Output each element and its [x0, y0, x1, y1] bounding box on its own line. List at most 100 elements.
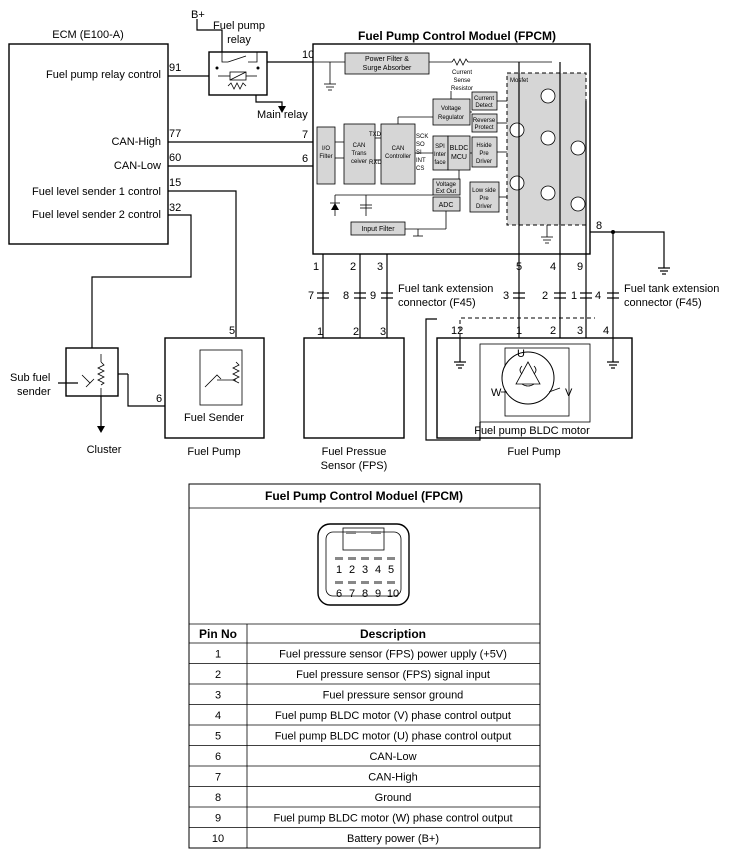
voltage-regulator-label-1: Voltage — [441, 106, 462, 112]
ecm-fuel-level-sender-1-label: Fuel level sender 1 control — [32, 186, 161, 198]
fuel-pump-pin-1: 1 — [516, 325, 522, 337]
spi-label-1: SPI — [435, 144, 445, 150]
table-cell-pin: 2 — [215, 669, 221, 681]
can-ctrl-label-1: CAN — [392, 146, 405, 152]
adc-label: ADC — [439, 202, 454, 209]
table-cell-pin: 7 — [215, 772, 221, 784]
power-filter-label-1: Power Filter & — [365, 56, 409, 63]
f45-pin-8-left: 8 — [343, 290, 349, 302]
table-cell-pin: 8 — [215, 792, 221, 804]
connector-pin-label-5: 5 — [388, 564, 394, 576]
vext-label-2: Ext Out — [436, 189, 456, 195]
table-cell-description: Fuel pressure sensor (FPS) signal input — [296, 669, 490, 681]
fpcm-module: Fuel Pump Control Moduel (FPCM) Power Fi… — [312, 29, 591, 255]
f45-pin-4-right: 4 — [595, 290, 601, 302]
connector-pin-label-10: 10 — [387, 588, 399, 600]
pin-no-header: Pin No — [199, 627, 237, 641]
table-cell-pin: 3 — [215, 690, 221, 702]
ecm-pin-60: 60 — [169, 152, 181, 164]
table-cell-description: Fuel pressure sensor ground — [323, 690, 464, 702]
hside-label-1: Hside — [476, 143, 492, 149]
fuel-pump-left-label: Fuel Pump — [187, 446, 240, 458]
connector-left-label-1: Fuel tank extension — [398, 283, 493, 295]
input-filter-label: Input Filter — [361, 226, 395, 233]
table-cell-description: Fuel pump BLDC motor (W) phase control o… — [273, 813, 512, 825]
fpcm-pin-3: 3 — [377, 261, 383, 273]
relay-title-line-2: relay — [227, 34, 251, 46]
f45-pin-2-right: 2 — [542, 290, 548, 302]
f45-pin-9-left: 9 — [370, 290, 376, 302]
io-filter-label-2: Filter — [319, 154, 332, 160]
connector-pin-label-1: 1 — [336, 564, 342, 576]
can-ctrl-label-2: Controller — [385, 154, 411, 160]
table-cell-description: CAN-Low — [369, 751, 416, 763]
fuel-pump-relay: B+ Fuel pump relay Main relay — [191, 9, 308, 121]
lowside-label-3: Driver — [476, 204, 492, 210]
fpcm-pin-6-label: 6 — [302, 153, 308, 165]
connector-pin-label-8: 8 — [362, 588, 368, 600]
description-header: Description — [360, 627, 426, 641]
sense-resistor-label-1: Current — [452, 70, 472, 76]
table-cell-pin: 1 — [215, 649, 221, 661]
fpcm-pin-2: 2 — [350, 261, 356, 273]
pin-table-rows: 1 Fuel pressure sensor (FPS) power upply … — [189, 649, 540, 849]
fuel-pump-pin-5-label: 5 — [229, 325, 235, 337]
can-trans-label-2: Trans — [351, 151, 366, 157]
sub-fuel-sender-label-1: Sub fuel — [10, 372, 50, 384]
fps-pin-2: 2 — [353, 326, 359, 338]
fuel-pump-bldc-block: 12 1 2 3 4 U W V Fuel pump BLDC motor Fu… — [425, 317, 633, 458]
fpcm-pin-8: 8 — [596, 220, 602, 232]
phase-v-label: V — [565, 387, 573, 399]
fuel-pump-sender-block: Fuel Sender Fuel Pump — [164, 337, 265, 458]
so-label: SO — [416, 142, 425, 148]
table-cell-description: Fuel pump BLDC motor (V) phase control o… — [275, 710, 511, 722]
spi-label-2: Inter — [434, 152, 446, 158]
fpcm-pin-7-label: 7 — [302, 129, 308, 141]
f45-pin-7-left: 7 — [308, 290, 314, 302]
power-filter-label-2: Surge Absorber — [363, 65, 412, 72]
hside-label-3: Driver — [476, 159, 492, 165]
ecm-title: ECM (E100-A) — [52, 29, 124, 41]
voltage-regulator-label-2: Regulator — [438, 115, 464, 121]
mosfet-transistors — [509, 88, 586, 212]
bldc-mcu-label-1: BLDC — [450, 145, 469, 152]
connector-left-label-2: connector (F45) — [398, 297, 476, 309]
spi-label-3: face — [434, 160, 446, 166]
ecm-pin-91: 91 — [169, 62, 181, 74]
connector-pin-label-2: 2 — [349, 564, 355, 576]
fps-pin-1: 1 — [317, 326, 323, 338]
f45-pin-3-right: 3 — [503, 290, 509, 302]
fpcm-pin-9: 9 — [577, 261, 583, 273]
table-cell-description: Fuel pressure sensor (FPS) power upply (… — [279, 649, 507, 661]
connector-pin-label-9: 9 — [375, 588, 381, 600]
ecm-can-high-label: CAN-High — [111, 136, 161, 148]
pin-table-title: Fuel Pump Control Moduel (FPCM) — [265, 489, 463, 503]
ecm-can-low-label: CAN-Low — [114, 160, 161, 172]
motor-wires — [513, 62, 670, 388]
reverse-protect-label-2: Protect — [474, 125, 493, 131]
ecm-block: ECM (E100-A) Fuel pump relay control CAN… — [8, 29, 181, 245]
phase-u-label: U — [517, 348, 525, 360]
connector-pin-label-3: 3 — [362, 564, 368, 576]
sense-resistor-label-2: Sense — [453, 78, 471, 84]
lowside-label-1: Low side — [472, 188, 496, 194]
main-relay-label: Main relay — [257, 109, 308, 121]
can-trans-label-1: CAN — [353, 143, 366, 149]
fps-label-2: Sensor (FPS) — [321, 460, 388, 472]
table-cell-description: CAN-High — [368, 772, 418, 784]
fps-label-1: Fuel Pressue — [322, 446, 387, 458]
ecm-fuel-pump-relay-control-label: Fuel pump relay control — [46, 69, 161, 81]
table-cell-description: Ground — [375, 792, 412, 804]
connector-pin-label-7: 7 — [349, 588, 355, 600]
fuel-pump-bldc-motor-label: Fuel pump BLDC motor — [474, 425, 590, 437]
table-cell-pin: 9 — [215, 813, 221, 825]
table-cell-pin: 10 — [212, 833, 224, 845]
table-cell-pin: 5 — [215, 731, 221, 743]
reverse-protect-label-1: Reverse — [473, 118, 496, 124]
connector-pin-label-6: 6 — [336, 588, 342, 600]
fpcm-pin-1: 1 — [313, 261, 319, 273]
ecm-fuel-level-sender-2-label: Fuel level sender 2 control — [32, 209, 161, 221]
table-cell-description: Fuel pump BLDC motor (U) phase control o… — [275, 731, 512, 743]
fuel-pump-pin-12: 12 — [451, 325, 463, 337]
fpcm-title: Fuel Pump Control Moduel (FPCM) — [358, 29, 556, 43]
